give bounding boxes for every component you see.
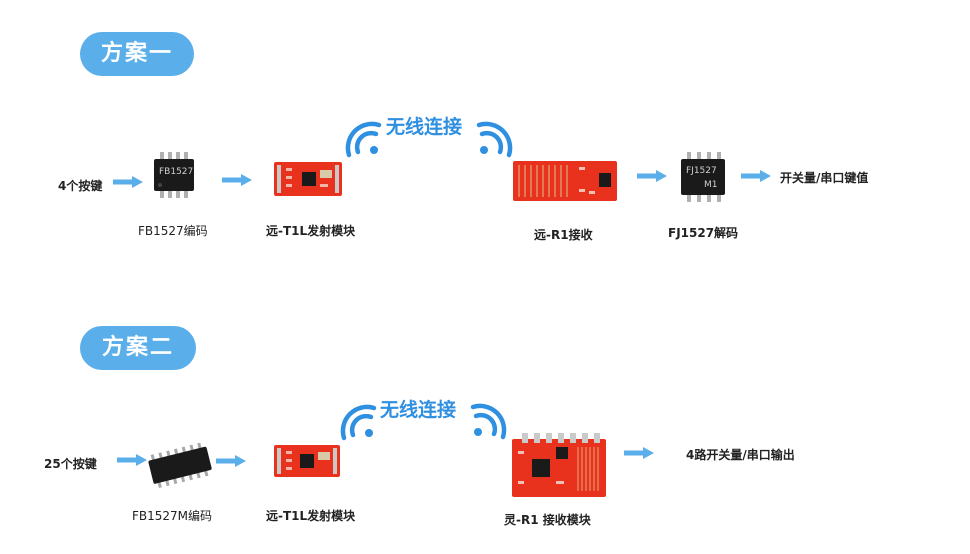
fb1527-chip [154, 152, 194, 198]
scheme2-receiver-label: 灵-R1 接收模块 [504, 513, 591, 527]
scheme1-encoder-label: FB1527编码 [138, 224, 208, 238]
scheme2-output-label: 4路开关量/串口输出 [686, 448, 795, 462]
arrow-right-icon [216, 455, 246, 467]
wifi-left-icon [345, 121, 382, 158]
scheme1-input-label: 4个按键 [58, 179, 103, 193]
arrow-right-icon [741, 170, 771, 182]
scheme1-receiver-label: 远-R1接收 [534, 228, 593, 242]
arrow-right-icon [113, 176, 143, 188]
receiver-module [513, 161, 617, 201]
scheme2-transmitter-label: 远-T1L发射模块 [266, 509, 356, 523]
scheme1-transmitter-label: 远-T1L发射模块 [266, 224, 356, 238]
scheme2-title: 方案二 [80, 326, 196, 370]
scheme2-encoder-label: FB1527M编码 [132, 509, 213, 523]
wifi-right-icon [470, 403, 507, 440]
arrow-right-icon [117, 454, 147, 466]
transmitter-module [274, 162, 342, 196]
scheme1-wireless-label: 无线连接 [386, 116, 463, 138]
wifi-right-icon [476, 121, 513, 158]
scheme1-title: 方案一 [80, 32, 194, 76]
arrow-right-icon [624, 447, 654, 459]
receiver-module [512, 433, 606, 497]
arrow-right-icon [637, 170, 667, 182]
scheme2-wireless-label: 无线连接 [380, 399, 457, 421]
fj1527-chip [681, 152, 725, 202]
transmitter-module [274, 445, 340, 477]
scheme2-input-label: 25个按键 [44, 457, 97, 471]
decoder-chip-marking: FJ1527 [686, 166, 717, 176]
fb1527m-chip [148, 442, 212, 489]
scheme1-output-label: 开关量/串口键值 [780, 171, 869, 185]
wifi-left-icon [340, 404, 377, 441]
encoder-chip-marking: FB1527 [159, 167, 194, 177]
scheme1-decoder-label: FJ1527解码 [668, 226, 739, 240]
decoder-chip-submarking: M1 [704, 180, 718, 190]
arrow-right-icon [222, 174, 252, 186]
